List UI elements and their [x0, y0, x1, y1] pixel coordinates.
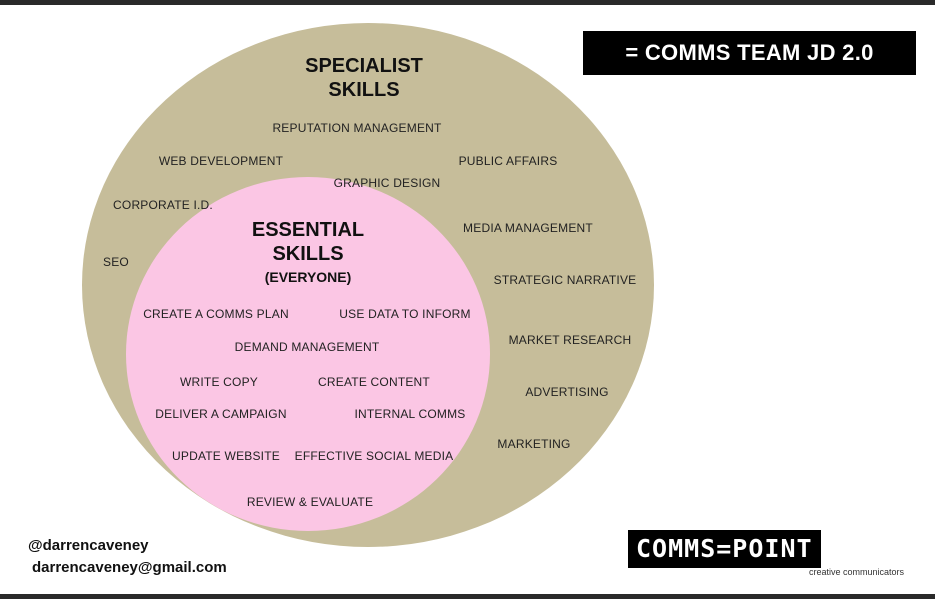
essential-item: WRITE COPY: [179, 375, 259, 389]
essential-item: INTERNAL COMMS: [354, 407, 466, 421]
essential-item: UPDATE WEBSITE: [172, 449, 280, 463]
email-address: darrencaveney@gmail.com: [32, 559, 227, 576]
specialist-item: MEDIA MANAGEMENT: [463, 221, 593, 235]
logo-tagline: creative communicators: [808, 567, 904, 577]
essential-item: CREATE A COMMS PLAN: [143, 307, 289, 321]
essential-item: EFFECTIVE SOCIAL MEDIA: [294, 449, 454, 463]
specialist-item: MARKET RESEARCH: [508, 333, 632, 347]
essential-skills-title: ESSENTIAL SKILLS (EVERYONE): [252, 218, 364, 286]
essential-title-line2: SKILLS: [272, 243, 344, 265]
top-frame-bar: [0, 0, 935, 5]
essential-skills-circle: [126, 177, 490, 531]
specialist-item: ADVERTISING: [525, 385, 609, 399]
specialist-item: MARKETING: [497, 437, 571, 451]
specialist-title-line1: SPECIALIST: [305, 55, 423, 77]
specialist-skills-title: SPECIALIST SKILLS: [305, 54, 423, 102]
specialist-item: WEB DEVELOPMENT: [158, 154, 284, 168]
essential-title-line1: ESSENTIAL: [251, 219, 365, 241]
essential-subtitle: (EVERYONE): [264, 269, 352, 285]
specialist-item: REPUTATION MANAGEMENT: [272, 121, 442, 135]
essential-item: REVIEW & EVALUATE: [246, 495, 374, 509]
essential-item: USE DATA TO INFORM: [339, 307, 471, 321]
commspoint-logo: COMMS=POINT creative communicators: [628, 530, 906, 580]
bottom-frame-bar: [0, 594, 935, 599]
specialist-item: GRAPHIC DESIGN: [333, 176, 441, 190]
twitter-handle: @darrencaveney: [28, 537, 149, 554]
essential-item: CREATE CONTENT: [318, 375, 430, 389]
essential-item: DELIVER A CAMPAIGN: [155, 407, 287, 421]
specialist-title-line2: SKILLS: [328, 79, 400, 101]
comms-team-banner: = COMMS TEAM JD 2.0: [583, 31, 916, 75]
essential-item: DEMAND MANAGEMENT: [234, 340, 380, 354]
specialist-item: CORPORATE I.D.: [113, 198, 213, 212]
logo-wordmark: COMMS=POINT: [628, 530, 821, 568]
banner-text: = COMMS TEAM JD 2.0: [625, 40, 874, 65]
contact-info: @darrencaveney darrencaveney@gmail.com: [28, 535, 227, 579]
specialist-item: PUBLIC AFFAIRS: [458, 154, 558, 168]
specialist-item: STRATEGIC NARRATIVE: [493, 273, 637, 287]
specialist-item: SEO: [103, 255, 129, 269]
